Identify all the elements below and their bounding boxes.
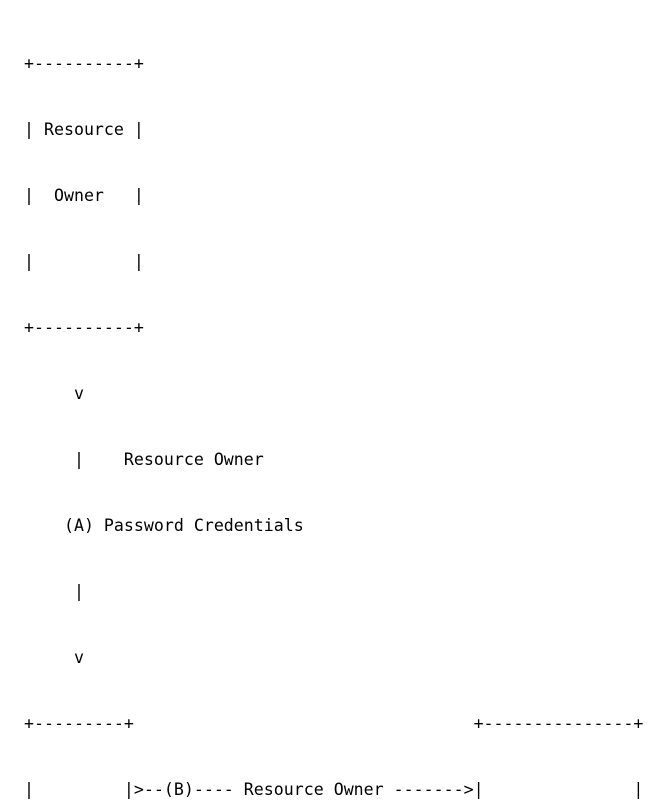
ascii-line: v [24, 384, 84, 403]
ascii-line: (A) Password Credentials [24, 516, 304, 535]
ascii-line: | Owner | [24, 186, 144, 205]
ascii-line: | Resource | [24, 120, 144, 139]
ascii-line: | |>--(B)---- Resource Owner ------->| | [24, 780, 644, 799]
ascii-line: +----------+ [24, 318, 144, 337]
ascii-line: | [24, 582, 84, 601]
ascii-line: +----------+ [24, 54, 144, 73]
ascii-line: | Resource Owner [24, 450, 264, 469]
ascii-line: v [24, 648, 84, 667]
ascii-line: | | [24, 252, 144, 271]
ascii-line: +---------+ +---------------+ [24, 714, 644, 733]
